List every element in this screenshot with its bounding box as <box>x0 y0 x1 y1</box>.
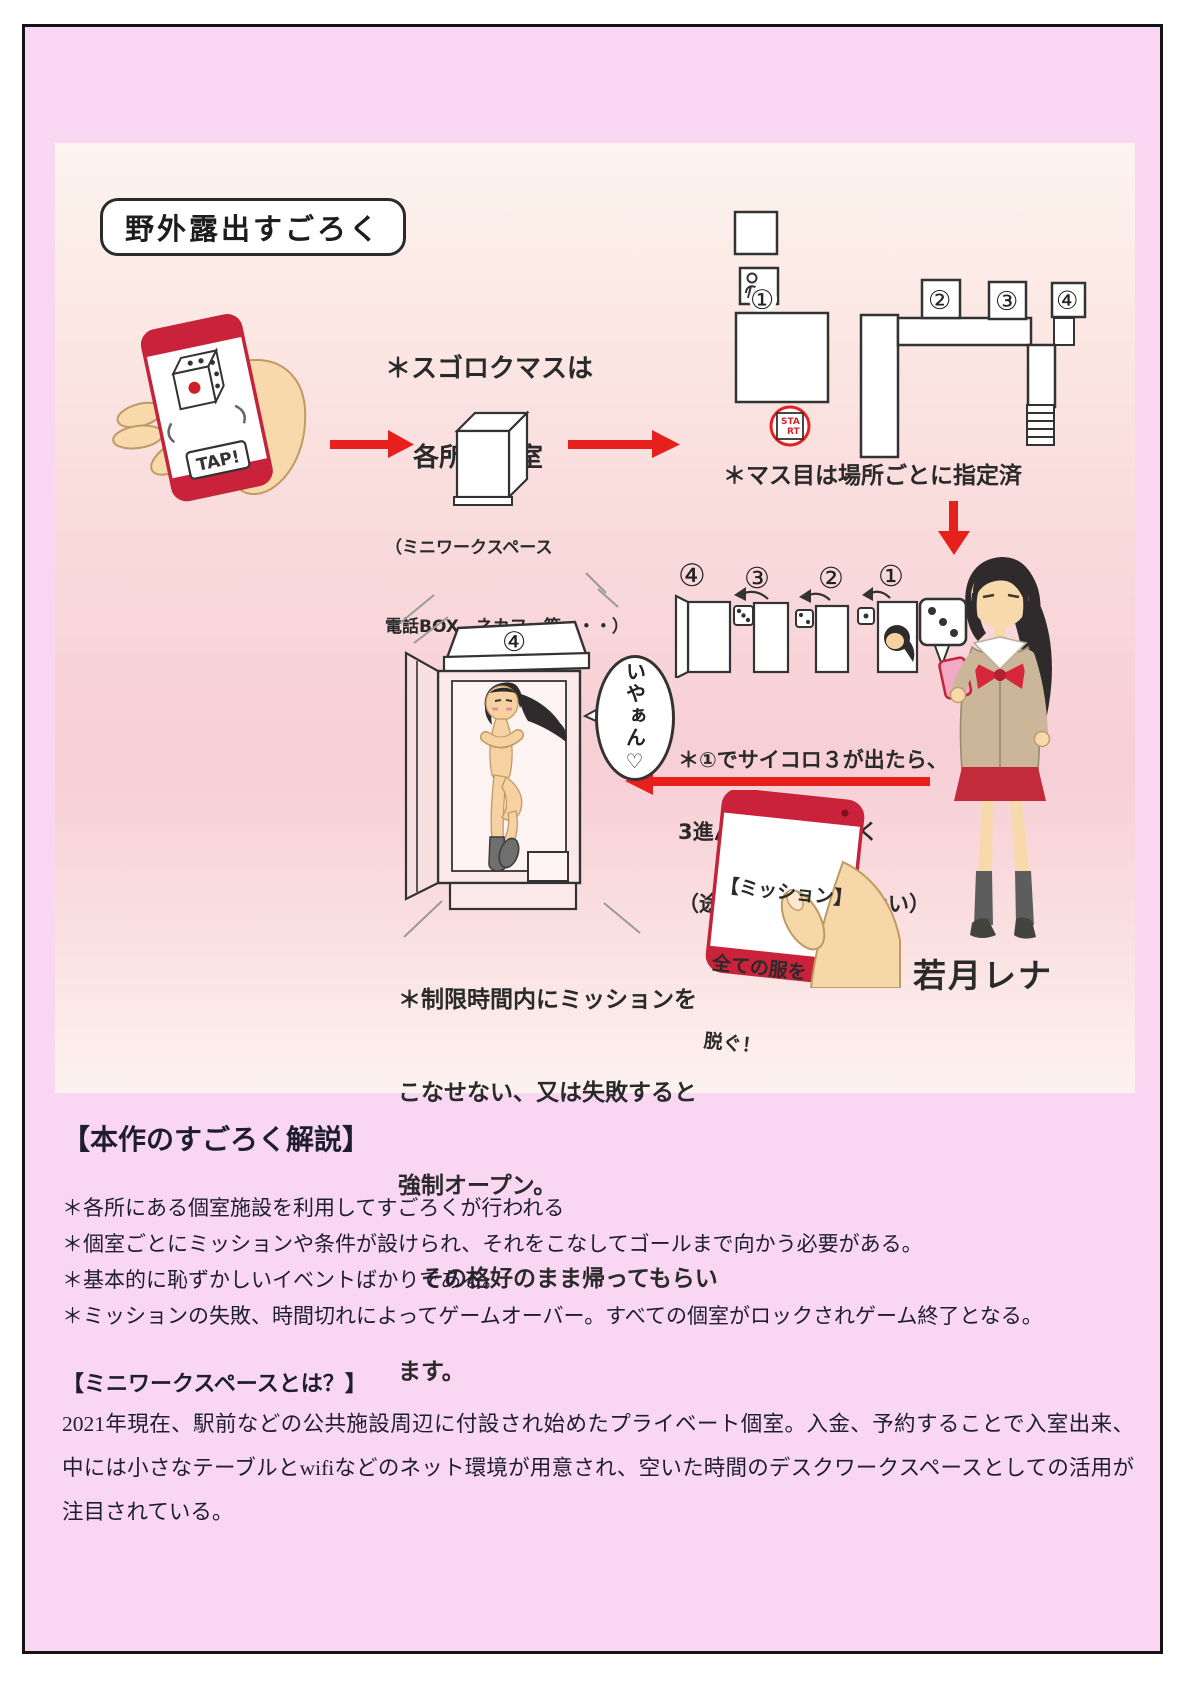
penalty-note: ＊制限時間内にミッションを こなせない、又は失敗すると 強制オープン。 その格好… <box>398 923 718 1450</box>
dice-icon <box>733 605 754 626</box>
undressed-girl <box>480 682 567 872</box>
title-box: 野外露出すごろく <box>100 198 406 256</box>
location-map: ① STA RT ② ③ ④ <box>733 210 1087 459</box>
closed-door-icon <box>814 604 850 674</box>
bullet-item: ＊各所にある個室施設を利用してすごろくが行われる <box>62 1196 565 1220</box>
eye <box>982 593 995 599</box>
eye <box>1007 593 1020 599</box>
emphasis-lines <box>399 572 641 938</box>
booth-number: ④ <box>502 627 526 658</box>
speech-text: いやぁん♡ <box>622 661 647 775</box>
mission-line2: 全ての服を <box>710 952 808 985</box>
penalty-line1: ＊制限時間内にミッションを <box>398 987 697 1013</box>
dice-icon <box>857 607 875 625</box>
door-number-3: ③ <box>744 561 770 595</box>
map-number-1: ① <box>750 285 774 316</box>
arrow-down-icon <box>938 501 970 555</box>
booth-step <box>527 851 569 882</box>
map-note: ＊マス目は場所ごとに指定済 <box>723 463 1022 489</box>
bullet-item: ＊基本的に恥ずかしいイベントばかりである。 <box>62 1268 504 1292</box>
start-label-line2: RT <box>787 427 801 437</box>
stairs-icon <box>1026 404 1055 446</box>
explanation-bullets: ＊各所にある個室施設を利用してすごろくが行われる ＊個室ごとにミッションや条件が… <box>62 1192 1137 1336</box>
open-door-icon <box>674 594 732 678</box>
door-with-player-icon <box>876 600 919 674</box>
arrow-right-icon <box>330 430 414 458</box>
mission-line3: 脱ぐ！ <box>702 1029 762 1058</box>
shoe <box>1014 917 1036 939</box>
dice-icon <box>171 347 225 411</box>
workspace-subheading: 【ミニワークスペースとは？】 <box>62 1371 367 1396</box>
collar <box>972 636 1028 671</box>
cell-note-line3: （ミニワークスペース <box>385 538 553 559</box>
dice-phone-illustration: TAP! <box>112 313 307 502</box>
map-number-4: ④ <box>1056 286 1078 315</box>
ribbon-bow <box>974 662 1026 689</box>
door-row: ④ ③ ② ① <box>674 558 919 678</box>
character-name: 若月レナ <box>913 956 1053 995</box>
speech-bubble: いやぁん♡ <box>595 655 675 781</box>
map-number-2: ② <box>928 286 951 316</box>
leg <box>978 801 993 875</box>
workspace-paragraph: 2021年現在、駅前などの公共施設周辺に付設され始めたプライベート個室。入金、予… <box>62 1412 1134 1524</box>
phone-icon: TAP! <box>140 313 273 502</box>
page-title: 野外露出すごろく <box>124 212 381 246</box>
curved-arrow-icon <box>862 587 891 601</box>
hand <box>1033 730 1051 748</box>
start-badge: STA RT <box>769 405 811 447</box>
illustration-panel: 野外露出すごろく <box>55 143 1135 1385</box>
speech-bubble-dice <box>918 597 968 668</box>
shoe <box>970 918 996 938</box>
arrow-right-icon <box>568 430 680 458</box>
phone-in-hand <box>938 652 981 704</box>
open-door <box>404 651 440 901</box>
door-number-1: ① <box>878 559 904 593</box>
mission-text: 【ミッション】 全ての服を 脱ぐ！ <box>697 821 866 1120</box>
sock <box>1015 871 1034 925</box>
bangs <box>973 561 1029 607</box>
hand-icon <box>780 860 901 988</box>
penalty-line2: こなせない、又は失敗すると <box>398 1080 697 1106</box>
curved-arrow-icon <box>734 587 769 601</box>
curved-arrow-icon <box>799 589 831 603</box>
booth-box-icon <box>453 410 530 506</box>
dice-note-line1: ＊①でサイコロ３が出たら、 <box>678 748 948 772</box>
dice-icon <box>795 609 814 628</box>
skirt <box>954 767 1046 801</box>
sock <box>974 871 993 925</box>
schoolgirl-character <box>918 557 1052 939</box>
cell-note-line1: ＊スゴロクマスは <box>385 353 594 384</box>
map-number-3: ③ <box>995 287 1018 317</box>
penalty-line4: その格好のまま帰ってもらい <box>398 1266 718 1292</box>
leg <box>1010 801 1030 875</box>
mission-line1: 【ミッション】 <box>719 874 854 911</box>
bullet-item: ＊ミッションの失敗、時間切れによってゲームオーバー。すべての個室がロックされゲー… <box>62 1304 1043 1328</box>
penalty-line5: ます。 <box>398 1359 465 1385</box>
mission-phone-illustration <box>705 790 901 988</box>
door-number-4: ④ <box>678 558 706 594</box>
start-label-line1: STA <box>781 417 800 427</box>
door-number-2: ② <box>818 561 844 595</box>
penalty-line3: 強制オープン。 <box>398 1173 557 1199</box>
closed-door-icon <box>752 601 790 674</box>
tap-badge: TAP! <box>185 440 251 480</box>
bullet-item: ＊個室ごとにミッションや条件が設けられ、それをこなしてゴールまで向かう必要がある… <box>62 1232 923 1256</box>
explanation-heading: 【本作のすごろく解説】 <box>62 1125 371 1156</box>
open-booth-illustration: ④ <box>399 572 641 938</box>
